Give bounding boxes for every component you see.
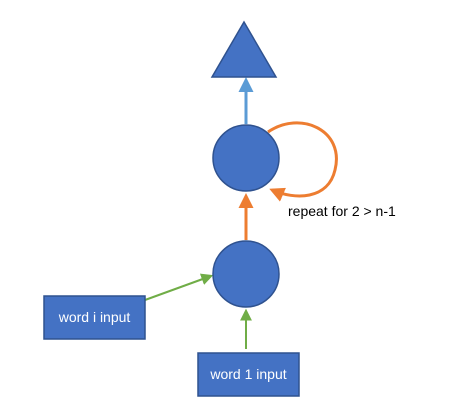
- output-node-triangle: [210, 20, 278, 78]
- input-box-word-i-rect: [43, 295, 146, 340]
- input-box-word-1-rect: [197, 352, 300, 397]
- edge-hidden-2-loop: [267, 121, 338, 202]
- loop-annotation: repeat for 2 > n-1: [288, 203, 396, 219]
- input-box-word-1: word 1 input: [197, 352, 300, 397]
- input-box-word-i: word i input: [43, 295, 146, 340]
- edge-word-i-to-hidden-1: [144, 273, 214, 301]
- input-label-word-1: word 1 input: [209, 366, 286, 382]
- hidden-node-lower: [212, 240, 280, 308]
- hidden-node-upper: [212, 124, 280, 192]
- input-label-word-i: word i input: [58, 309, 131, 325]
